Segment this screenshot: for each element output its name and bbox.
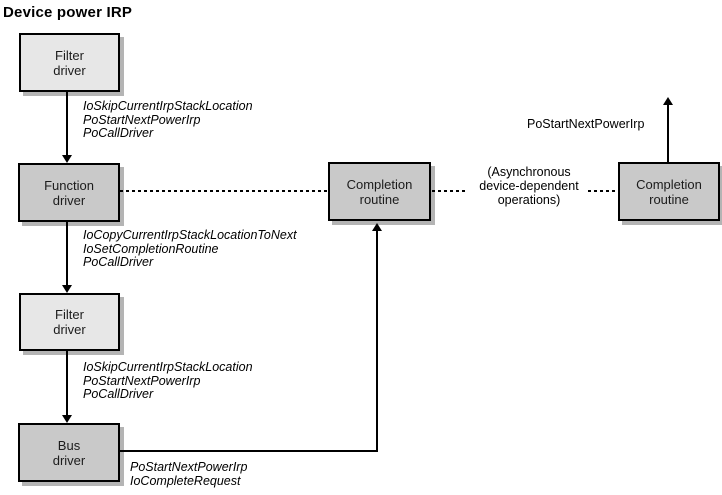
call-label-bus-to-completion: PoStartNextPowerIrp IoCompleteRequest [130, 460, 248, 488]
arrowhead-up-icon [372, 223, 382, 231]
filter-driver-box-upper: Filter driver [19, 33, 120, 92]
box-label-line: Filter [55, 47, 84, 63]
arrow-line-bus-horizontal [120, 450, 378, 452]
note-line: device-dependent [479, 179, 579, 193]
completion-routine-box-left: Completion routine [328, 162, 431, 221]
box-label-line: driver [53, 62, 86, 78]
box-label-line: Bus [57, 437, 81, 453]
note-line: operations) [497, 193, 561, 207]
diagram-title: Device power IRP [3, 4, 133, 21]
filter-driver-box-lower: Filter driver [19, 293, 120, 351]
box-label-line: Function [44, 177, 94, 193]
box-label-line: driver [53, 322, 86, 337]
call-line: IoSkipCurrentIrpStackLocation [83, 360, 253, 374]
box-label-line: Completion [346, 176, 413, 192]
call-line: IoSetCompletionRoutine [83, 241, 219, 256]
call-line: IoSkipCurrentIrpStackLocation [83, 99, 253, 113]
completion-routine-box-right: Completion routine [618, 162, 720, 221]
dotted-line-function-to-completion1 [120, 190, 328, 192]
arrow-line-bus-vertical [376, 231, 378, 452]
call-label-function-to-filter2: IoCopyCurrentIrpStackLocationToNext IoSe… [83, 228, 297, 270]
box-label-line: driver [52, 452, 86, 468]
call-line: PoCallDriver [83, 126, 154, 140]
call-line: IoCopyCurrentIrpStackLocationToNext [83, 228, 297, 242]
arrow-line-filter1-to-function [66, 92, 68, 156]
call-line: IoCompleteRequest [130, 473, 241, 488]
call-line: PoStartNextPowerIrp [130, 460, 248, 474]
box-label-line: routine [649, 191, 689, 207]
dotted-line-completion1-to-note [432, 190, 465, 192]
box-label-line: Filter [55, 307, 84, 322]
call-line: PoStartNextPowerIrp [83, 373, 201, 388]
arrowhead-down-icon [62, 415, 72, 423]
call-line: PoStartNextPowerIrp [83, 112, 201, 127]
call-label-filter1-to-function: IoSkipCurrentIrpStackLocation PoStartNex… [83, 99, 253, 141]
arrowhead-up-icon [663, 97, 673, 105]
arrowhead-down-icon [62, 285, 72, 293]
note-line: (Asynchronous [487, 165, 571, 179]
box-label-line: Completion [636, 176, 702, 192]
arrowhead-down-icon [62, 155, 72, 163]
box-label-line: driver [52, 192, 86, 208]
async-operations-note: (Asynchronous device-dependent operation… [455, 165, 603, 207]
arrow-line-completion2-up [667, 105, 669, 162]
call-line: PoCallDriver [83, 387, 154, 401]
arrow-line-filter2-to-bus [66, 351, 68, 416]
bus-driver-box: Bus driver [18, 423, 120, 482]
box-label-line: routine [359, 191, 400, 207]
call-line: PoCallDriver [83, 255, 154, 269]
arrow-line-function-to-filter2 [66, 222, 68, 286]
call-label-filter2-to-bus: IoSkipCurrentIrpStackLocation PoStartNex… [83, 360, 253, 402]
function-driver-box: Function driver [18, 163, 120, 222]
dotted-line-note-to-completion2 [588, 190, 618, 192]
completion2-call-label: PoStartNextPowerIrp [527, 117, 645, 131]
